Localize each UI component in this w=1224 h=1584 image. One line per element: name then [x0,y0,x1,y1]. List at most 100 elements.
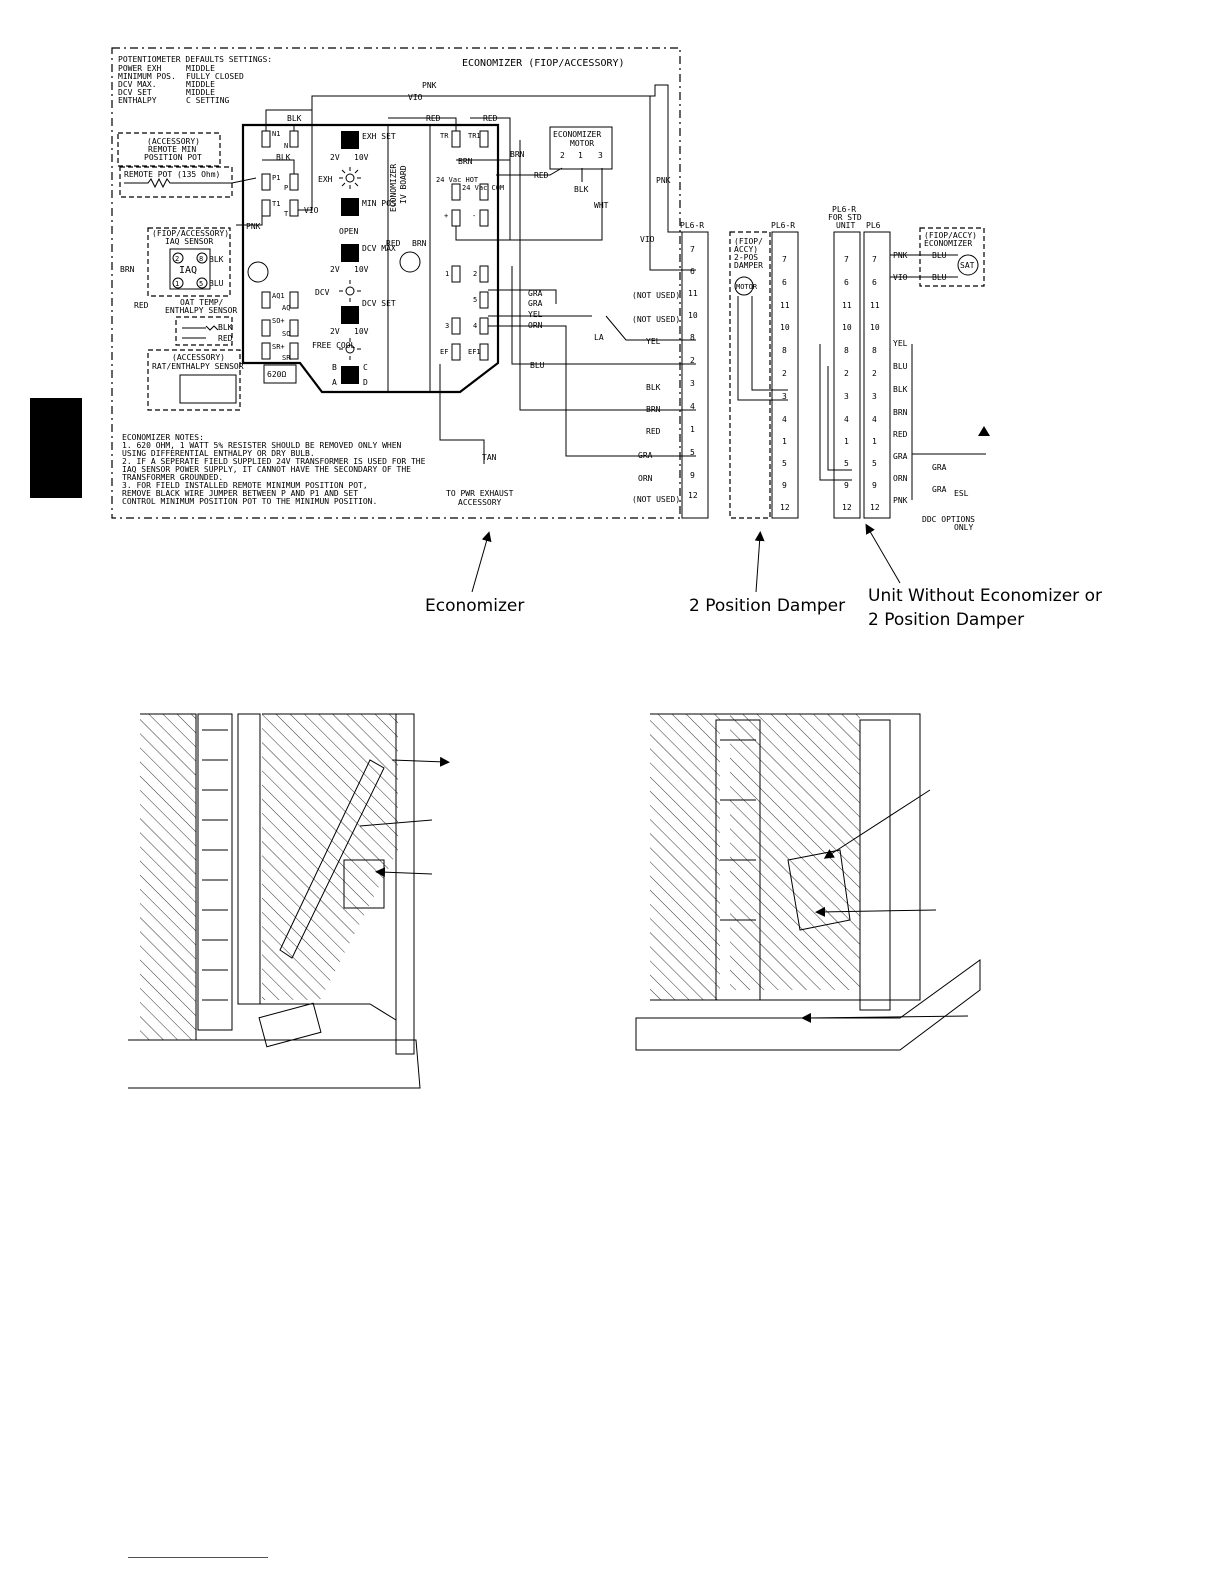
svg-text:10: 10 [870,323,880,332]
wire-label: BLU [530,361,545,370]
rat-label: RAT/ENTHALPY SENSOR [152,362,244,371]
caption-unit: 2 Position Damper [868,610,1024,630]
wire-label: PNK [422,81,437,90]
svg-text:6: 6 [782,278,787,287]
section-tab-marker [30,398,82,498]
svg-text:1: 1 [872,437,877,446]
wire-label: BLK [574,185,589,194]
wire-label: ORN [528,321,543,330]
terminal-label: 2 [473,270,477,278]
wire-label: ORN [638,474,653,483]
iaq-sensor-body [169,248,211,290]
terminal-label: 24 Vac HOT [436,176,479,184]
wire-label: VIO [893,273,908,282]
terminal-label: + [444,212,448,220]
pl6r-main-pins: 7 6 11 10 8 2 3 4 1 5 9 12 [688,245,698,500]
led-label: OPEN [339,227,358,236]
default-row-name: MINIMUM POS. [118,72,176,81]
wire-label: BLK [646,383,661,392]
terminal-label: 1 [445,270,449,278]
svg-text:1. 620 OHM, 1 WATT 5% RESISTER: 1. 620 OHM, 1 WATT 5% RESISTER SHOULD BE… [122,441,402,450]
remote-pot-resistor [124,177,257,189]
enthalpy-setting: C [363,363,368,372]
sat-box-label: (FIOP/ACCY) [924,231,977,240]
svg-text:ORN: ORN [893,474,908,483]
dcv-set-knob[interactable] [341,306,359,324]
terminal-label: SR [282,354,291,362]
oat-sensor-box [175,316,233,346]
wire-label: BLK [276,153,291,162]
svg-text:BRN: BRN [893,408,908,417]
svg-text:3. FOR FIELD INSTALLED REMOTE: 3. FOR FIELD INSTALLED REMOTE MINIMUM PO… [122,481,368,490]
min-pos-knob[interactable] [341,198,359,216]
wire-label: BRN [510,150,525,159]
dcv-max-knob[interactable] [341,244,359,262]
svg-text:PNK: PNK [893,496,908,505]
wiring: PNK VIO VIO VIO PNK BLK BLK PNK RED RED … [236,81,696,483]
not-used-label: (NOT USED) [632,315,680,324]
oat-label: ENTHALPY SENSOR [165,306,237,315]
terminal-label: SR+ [272,343,285,351]
terminal-label: P1 [272,174,280,182]
svg-text:GRA: GRA [893,452,908,461]
wire-label: RED [426,114,441,123]
motor-pin: 3 [598,151,603,160]
esl-label: ESL [954,489,969,498]
remote-pot-resistor-box [119,166,233,198]
voltage-label: 2V [330,153,340,162]
exh-set-knob[interactable] [341,131,359,149]
rat-box [147,349,241,411]
pwr-exhaust-label: TO PWR EXHAUST [446,489,514,498]
default-row-name: DCV MAX. [118,80,157,89]
svg-text:7: 7 [844,255,849,264]
svg-text:4: 4 [872,415,877,424]
wire-label: GRA [932,463,947,472]
svg-text:6: 6 [872,278,877,287]
svg-text:9: 9 [690,471,695,480]
terminal-label: SO [282,330,290,338]
svg-text:ECONOMIZER NOTES:: ECONOMIZER NOTES: [122,433,204,442]
iaq-label: IAQ SENSOR [165,237,213,246]
wire-label: VIO [640,235,655,244]
connector-label: PL6 [866,221,881,230]
svg-text:12: 12 [842,503,852,512]
svg-text:8: 8 [199,255,203,263]
damper-label: ACCY) [734,245,758,254]
voltage-label: 10V [354,265,369,274]
svg-text:3: 3 [872,392,877,401]
svg-text:11: 11 [688,289,698,298]
svg-text:7: 7 [872,255,877,264]
iaq-box [147,227,231,297]
wire-label: VIO [304,206,319,215]
rat-label: (ACCESSORY) [172,353,225,362]
resistor-value: 620Ω [267,370,286,379]
iv-board-label: IV BOARD [399,165,408,204]
enthalpy-knob[interactable] [341,366,359,384]
wire-label: BRN [646,405,661,414]
terminal-label: 5 [473,296,477,304]
default-row-value: MIDDLE [186,80,215,89]
wire-label: RED [534,171,549,180]
terminal-label: 4 [473,322,477,330]
wire-label: RED [483,114,498,123]
not-used-label: (NOT USED) [632,495,680,504]
resistor-620 [263,364,297,384]
svg-text:12: 12 [870,503,880,512]
svg-text:7: 7 [690,245,695,254]
wire-label: TAN [482,453,497,462]
default-row-name: DCV SET [118,88,152,97]
svg-text:2: 2 [690,356,695,365]
bottom-link-rule [128,1557,268,1558]
svg-text:5: 5 [199,280,203,288]
svg-text:10: 10 [780,323,790,332]
svg-text:7: 7 [782,255,787,264]
svg-text:BLK: BLK [209,255,224,264]
ddc-label: ONLY [954,523,973,532]
remote-pot-box [117,132,221,167]
svg-text:BLK: BLK [218,323,233,332]
led-label: EXH [318,175,333,184]
svg-text:RED: RED [134,301,149,310]
remote-pot-label: (ACCESSORY) [147,137,200,146]
iaq-label: (FIOP/ACCESSORY) [152,229,229,238]
